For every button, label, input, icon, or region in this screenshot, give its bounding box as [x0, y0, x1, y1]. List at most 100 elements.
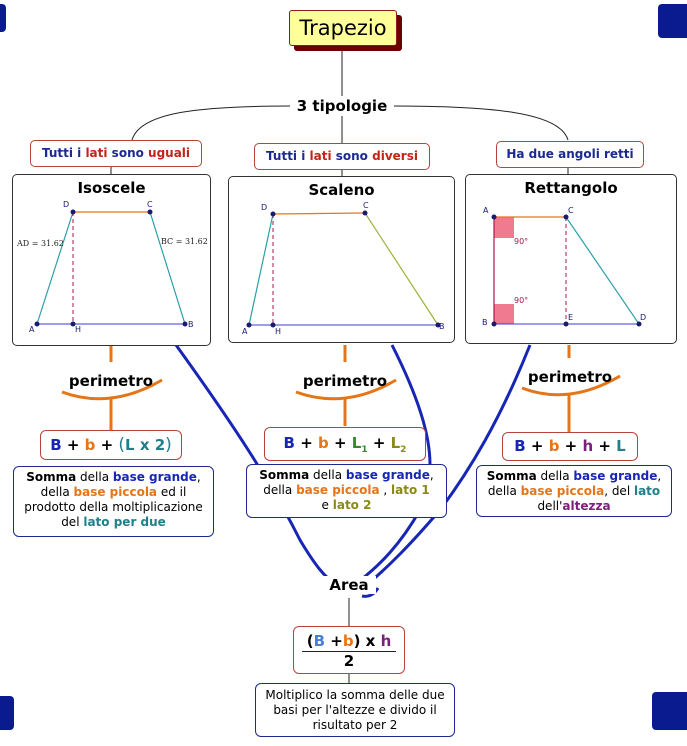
panel-title: Isoscele [77, 179, 146, 197]
formula-term: B [283, 434, 295, 452]
center-label: 3 tipologie [290, 97, 394, 115]
point-label-c: C [147, 200, 153, 209]
point-label-a: A [483, 206, 489, 215]
angle-label: 90° [514, 296, 529, 305]
formula-term: L [351, 434, 362, 452]
point-label-a: A [242, 327, 248, 336]
desc-keyword: altezza [562, 499, 611, 513]
page-title: Trapezio [289, 10, 397, 46]
formula-term: b [318, 434, 329, 452]
hint-keyword: diversi [372, 149, 418, 163]
area-description: Moltiplico la somma delle due basi per l… [255, 683, 455, 737]
hint-text: sono [107, 146, 149, 160]
trapezoid-figure [246, 210, 441, 328]
desc-keyword: base piccola [520, 484, 605, 498]
formula-operator: + [525, 437, 549, 455]
point-label-h: H [275, 327, 282, 336]
formula-term: B [313, 632, 326, 650]
perimeter-label: perimetro [527, 368, 613, 386]
corner-decoration [0, 696, 14, 730]
description-isoscele: Somma della base grande, della base picc… [13, 466, 214, 537]
desc-keyword: lato per due [83, 515, 166, 529]
hint-keyword: uguali [148, 146, 191, 160]
measure-label: AD = 31.62 [17, 239, 64, 248]
desc-text: della [309, 468, 346, 482]
desc-keyword: lato 2 [332, 498, 372, 512]
desc-text: Somma [486, 469, 537, 483]
formula-operator: + [325, 632, 343, 650]
desc-keyword: base grande [573, 469, 658, 483]
point-label-d: D [640, 313, 647, 322]
hint-text: sono [331, 149, 373, 163]
hint-text: Ha due angoli retti [506, 147, 634, 161]
formula-operator: + [367, 434, 391, 452]
desc-text: Somma [26, 470, 77, 484]
formula-subscript: 1 [361, 445, 368, 455]
formula-operator: + [593, 437, 617, 455]
desc-text: della [536, 469, 574, 483]
formula-term: h [582, 437, 594, 455]
desc-text: Somma [259, 468, 310, 482]
desc-keyword: lato 1 [391, 483, 430, 497]
formula-term: L [616, 437, 626, 455]
desc-keyword: base piccola [73, 485, 158, 499]
formula-subscript: 2 [400, 445, 407, 455]
point-label-b: B [439, 322, 445, 331]
corner-decoration [0, 4, 6, 32]
point-label-a: A [29, 325, 35, 334]
point-label-h: H [75, 325, 82, 334]
panel-isoscele: Isoscele A B C D H AD = 31.62 BC = 31.62 [12, 174, 211, 346]
desc-text: della [487, 484, 521, 498]
point-label-b: B [482, 318, 488, 327]
perimeter-label: perimetro [302, 372, 388, 390]
area-denominator: 2 [343, 652, 355, 670]
point-label-c: C [363, 201, 369, 210]
formula-isoscele: B + b + (L x 2) [40, 430, 182, 460]
desc-text: , [379, 483, 392, 497]
formula-term: B [50, 436, 62, 454]
formula-term: h [380, 632, 392, 650]
area-formula: (B +b) x h 2 [293, 626, 405, 674]
point-label-b: B [188, 320, 194, 329]
hint-keyword: lati [85, 146, 108, 160]
hint-rettangolo: Ha due angoli retti [496, 141, 644, 168]
formula-operator: + [61, 436, 85, 454]
desc-text: , [657, 469, 662, 483]
hint-isoscele: Tutti i lati sono uguali [30, 140, 202, 167]
corner-decoration [652, 692, 687, 730]
desc-text: del [61, 515, 84, 529]
description-scaleno: Somma della base grande, della base picc… [246, 464, 447, 518]
desc-keyword: base piccola [296, 483, 380, 497]
desc-text: dell' [537, 499, 563, 513]
perimeter-label: perimetro [68, 372, 154, 390]
desc-text: , [196, 470, 201, 484]
formula-operator: + [559, 437, 583, 455]
desc-text: della [40, 485, 74, 499]
formula-bracket: ( [118, 435, 126, 455]
desc-text: della [76, 470, 113, 484]
description-rettangolo: Somma della base grande, della base picc… [476, 465, 672, 517]
panel-title: Rettangolo [524, 179, 618, 197]
point-label-d: D [261, 203, 268, 212]
area-numerator: (B +b) x h [302, 631, 396, 652]
desc-text: della [263, 483, 297, 497]
formula-scaleno: B + b + L1 + L2 [264, 427, 426, 461]
formula-bracket: ( [306, 632, 314, 650]
formula-term: b [84, 436, 96, 454]
formula-term: b [342, 632, 354, 650]
formula-term: L [390, 434, 401, 452]
desc-text: prodotto della moltiplicazione [24, 500, 203, 514]
point-label-d: D [63, 200, 70, 209]
area-label: Area [322, 576, 376, 594]
trapezoid-figure [34, 209, 188, 327]
panel-title: Scaleno [308, 181, 375, 199]
desc-text: e [321, 498, 333, 512]
measure-label: BC = 31.62 [161, 237, 208, 246]
desc-text: , [429, 468, 434, 482]
formula-term: b [548, 437, 560, 455]
point-label-e: E [568, 313, 574, 322]
hint-text: Tutti i [41, 146, 86, 160]
hint-scaleno: Tutti i lati sono diversi [254, 143, 430, 170]
formula-bracket: ) [353, 632, 361, 650]
desc-text: , del [604, 484, 634, 498]
